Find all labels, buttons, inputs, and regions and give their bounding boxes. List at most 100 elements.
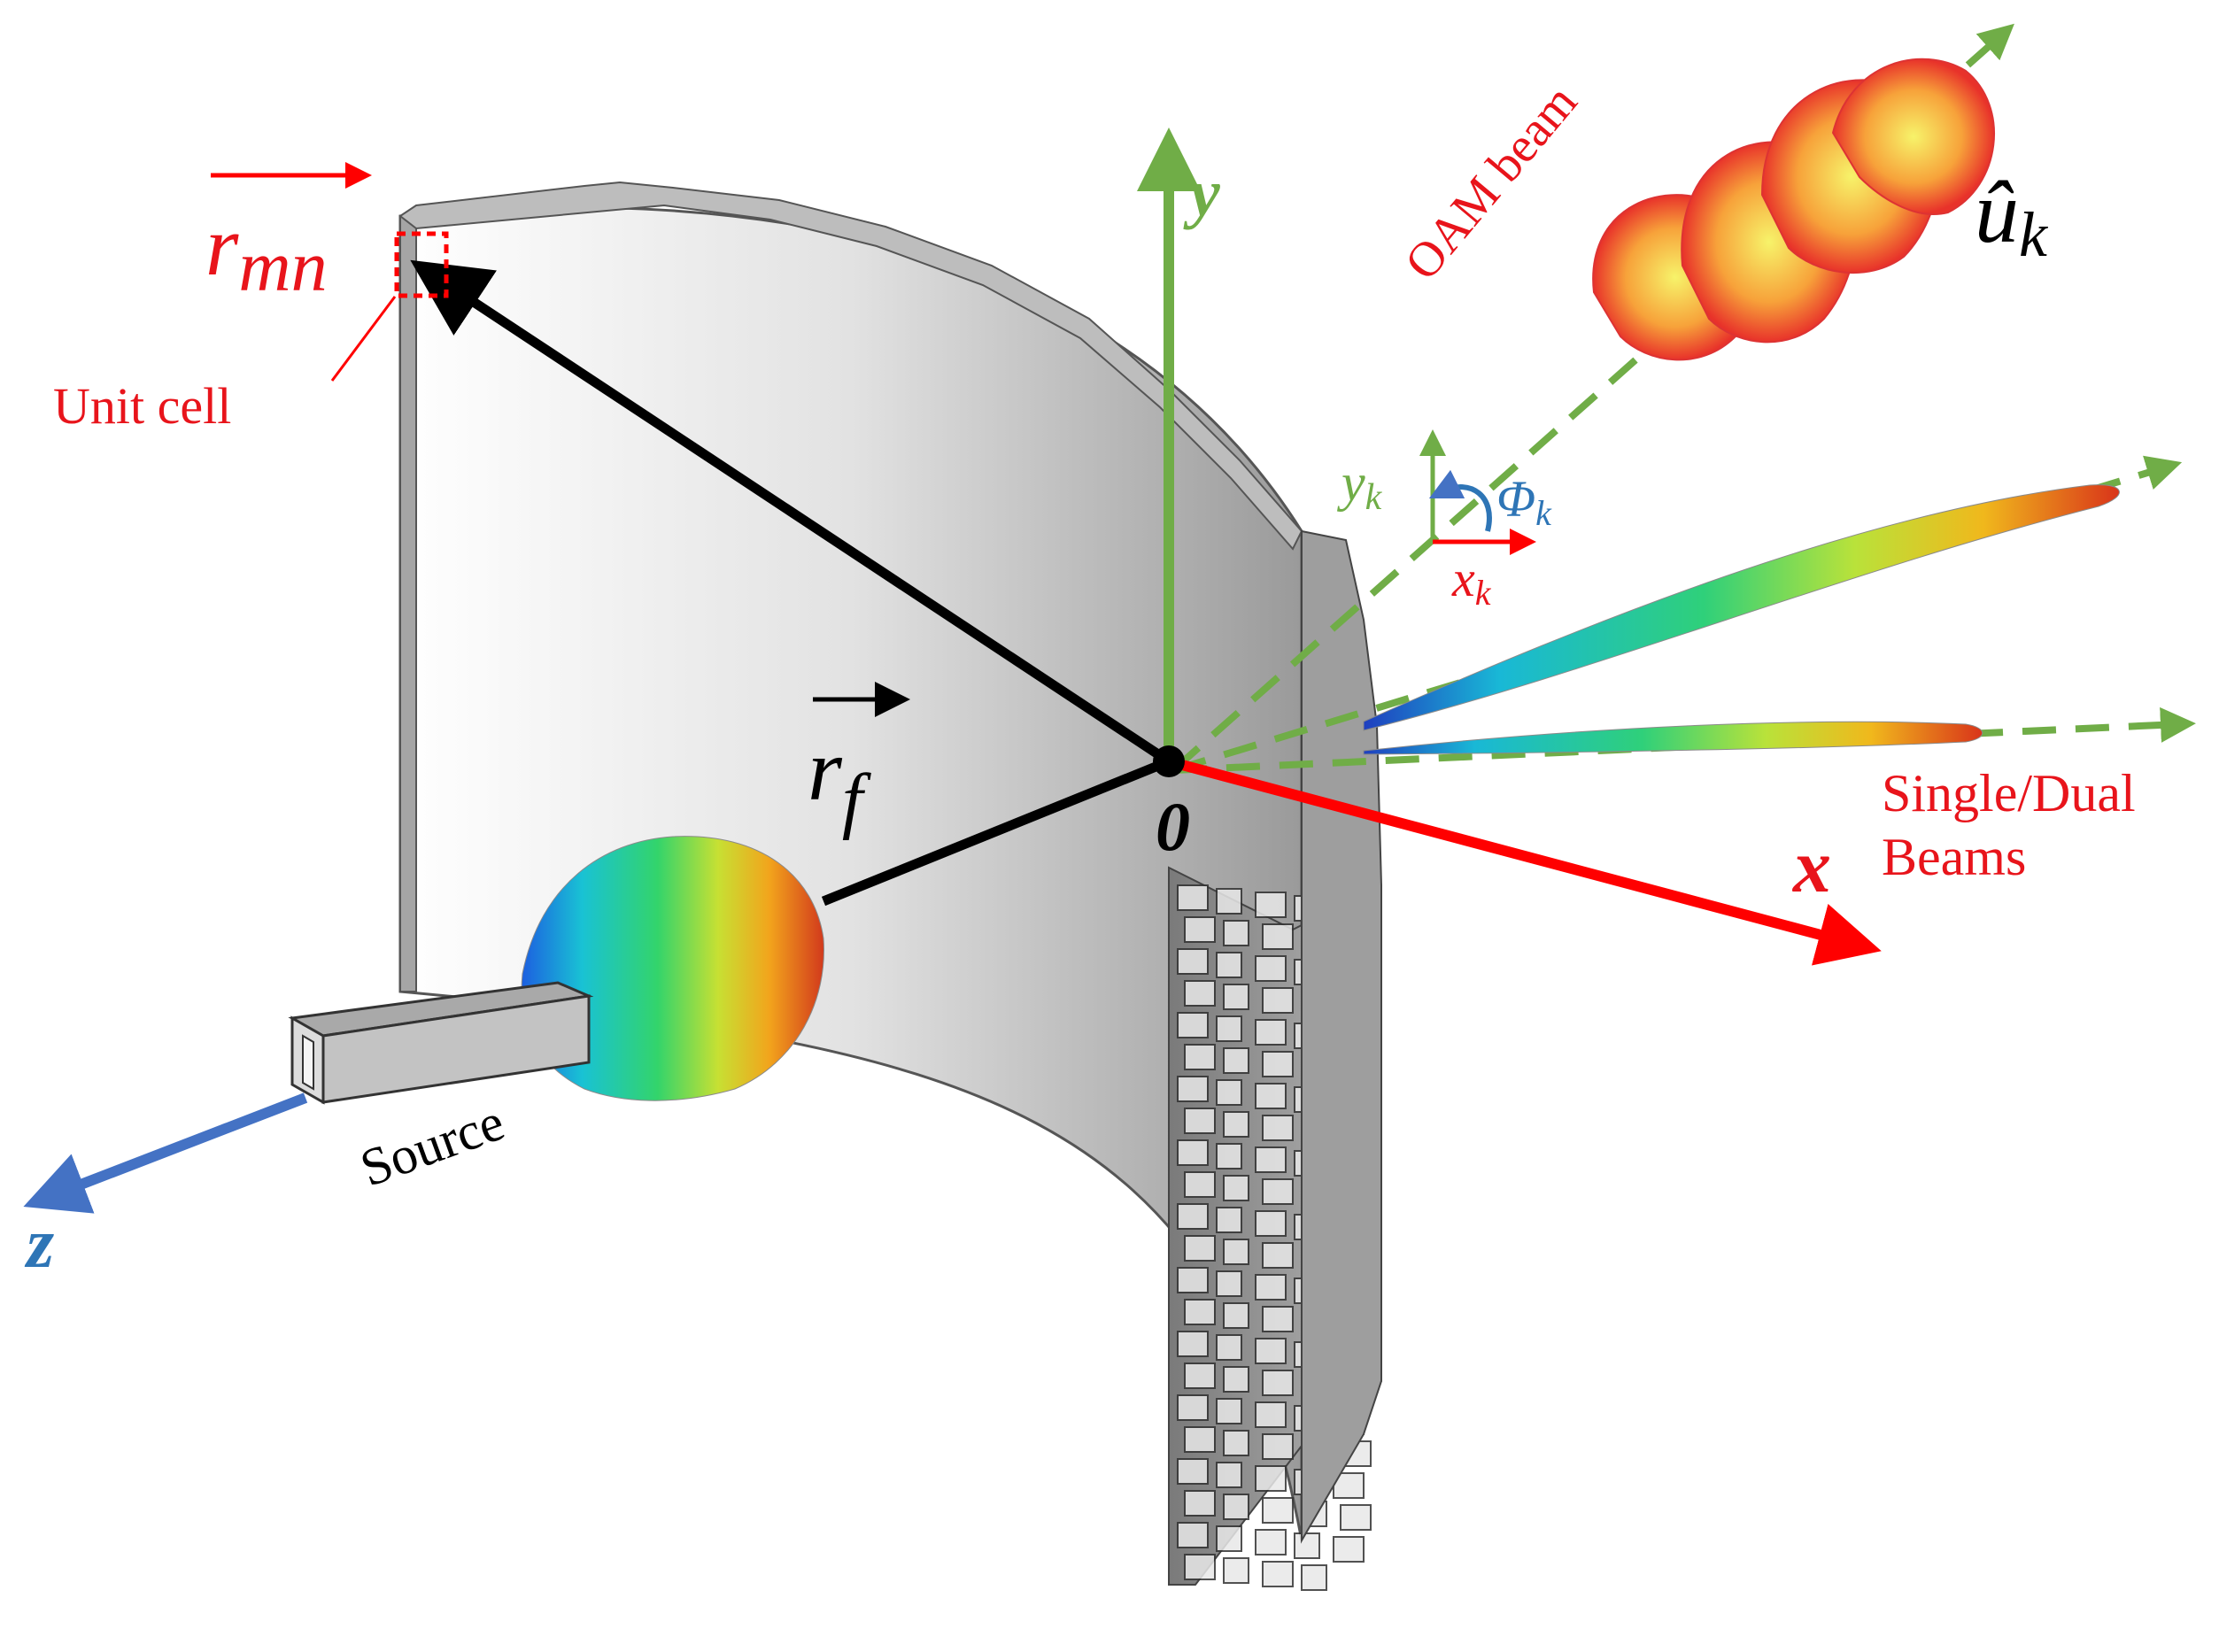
y-k-main: y xyxy=(1341,453,1365,512)
reflector-top-rim xyxy=(398,181,1303,551)
unit-cell-element xyxy=(1177,1203,1209,1230)
phi-k-main: Φ xyxy=(1496,470,1536,528)
unit-cell-element xyxy=(1255,1083,1287,1109)
x-k-main: x xyxy=(1452,550,1475,607)
unit-cell-element xyxy=(1216,1462,1242,1488)
u-k-label: ûk xyxy=(1975,168,2047,267)
r-mn-main: r xyxy=(205,198,239,293)
unit-cell-element xyxy=(1262,1561,1294,1587)
x-axis-line xyxy=(1167,756,1882,966)
unit-cell-element xyxy=(1216,952,1242,978)
unit-cell-element xyxy=(1177,1522,1209,1548)
phi-k-rotation-arc xyxy=(1428,469,1492,532)
unit-cell-element xyxy=(1216,888,1242,915)
unit-cell-element xyxy=(1223,1047,1249,1074)
unit-cell-element xyxy=(1262,1497,1294,1524)
unit-cell-element xyxy=(1255,1210,1287,1237)
unit-cell-element xyxy=(1184,1044,1216,1070)
unit-cell-element xyxy=(1255,1338,1287,1364)
unit-cell-element xyxy=(1177,1076,1209,1102)
unit-cell-element xyxy=(1262,1115,1294,1141)
unit-cell-element xyxy=(1223,984,1249,1010)
unit-cell-element xyxy=(1333,1536,1365,1563)
unit-cell-element xyxy=(1223,1366,1249,1393)
reflector-left-rim xyxy=(399,211,417,992)
phi-k-subscript: k xyxy=(1535,493,1551,533)
u-k-subscript: k xyxy=(2019,199,2047,270)
u-k-main: û xyxy=(1975,163,2019,261)
unit-cell-element xyxy=(1223,1111,1249,1138)
unit-cell-box xyxy=(394,231,449,298)
unit-cell-element xyxy=(1223,1430,1249,1456)
unit-cell-element xyxy=(1223,920,1249,946)
single-dual-line1: Single/Dual xyxy=(1882,764,2136,822)
unit-cell-element xyxy=(1255,1401,1287,1428)
unit-cell-element xyxy=(1184,1235,1216,1262)
unit-cell-element xyxy=(1301,1564,1327,1591)
unit-cell-element xyxy=(1177,1012,1209,1038)
unit-cell-element xyxy=(1255,955,1287,982)
unit-cell-element xyxy=(1262,1433,1294,1460)
unit-cell-element xyxy=(1184,1171,1216,1198)
pencil-beam-upper xyxy=(1363,484,2120,731)
unit-cell-element xyxy=(1340,1504,1372,1531)
unit-cell-element xyxy=(1216,1398,1242,1424)
unit-cell-element xyxy=(1184,980,1216,1007)
unit-cell-element xyxy=(1262,923,1294,950)
unit-cell-element xyxy=(1177,1394,1209,1421)
unit-cell-element xyxy=(1177,1458,1209,1485)
unit-cell-element xyxy=(1184,1554,1216,1580)
unit-cell-element xyxy=(1255,1529,1287,1556)
z-axis-label: z xyxy=(27,1205,55,1283)
unit-cell-element xyxy=(1216,1079,1242,1106)
reflector-right-edge xyxy=(1301,529,1382,1544)
origin-point xyxy=(1153,745,1185,777)
single-dual-line2: Beams xyxy=(1882,828,2027,886)
unit-cell-element xyxy=(1262,987,1294,1014)
reflector-inner-surface xyxy=(398,205,1303,1541)
unit-cell-element xyxy=(1216,1270,1242,1297)
unit-cell-element xyxy=(1262,1306,1294,1332)
unit-cell-element xyxy=(1177,1331,1209,1357)
unit-cell-element xyxy=(1223,1557,1249,1584)
unit-cell-element xyxy=(1184,1426,1216,1453)
y-axis-label: y xyxy=(1190,156,1220,230)
unit-cell-element xyxy=(1262,1242,1294,1269)
unit-cell-element xyxy=(1223,1302,1249,1329)
phi-k-label: Φk xyxy=(1496,474,1551,531)
unit-cell-element xyxy=(1177,1267,1209,1293)
r-f-vector xyxy=(821,756,1171,907)
unit-cell-element xyxy=(1216,1015,1242,1042)
unit-cell-element xyxy=(1255,892,1287,918)
unit-cell-element xyxy=(1216,1525,1242,1552)
unit-cell-element xyxy=(1255,1146,1287,1173)
unit-cell-label: Unit cell xyxy=(53,377,232,435)
unit-cell-element xyxy=(1255,1465,1287,1492)
y-k-subscript: k xyxy=(1365,477,1382,518)
unit-cell-element xyxy=(1223,1175,1249,1201)
unit-cell-element xyxy=(1184,1363,1216,1389)
unit-cell-element xyxy=(1262,1051,1294,1077)
r-f-main: r xyxy=(808,721,842,819)
y-k-label: yk xyxy=(1341,456,1381,516)
source-waveguide xyxy=(288,981,594,1105)
unit-cell-element xyxy=(1184,1299,1216,1325)
x-k-subscript: k xyxy=(1474,573,1491,613)
r-mn-label: rmn xyxy=(205,204,328,303)
x-k-label: xk xyxy=(1452,553,1491,611)
unit-cell-element xyxy=(1294,1532,1320,1559)
unit-cell-element xyxy=(1255,1274,1287,1301)
r-mn-subscript: mn xyxy=(238,226,328,306)
z-axis-line xyxy=(23,1092,308,1214)
oam-beam-shape xyxy=(1592,58,1995,361)
single-dual-beams-label: Single/Dual Beams xyxy=(1882,761,2136,889)
unit-cell-element xyxy=(1262,1370,1294,1396)
r-mn-vector xyxy=(410,259,1172,766)
unit-cell-element xyxy=(1216,1207,1242,1233)
unit-cell-element xyxy=(1216,1143,1242,1170)
unit-cell-element xyxy=(1184,1108,1216,1134)
x-axis-label: x xyxy=(1793,823,1831,908)
unit-cell-element xyxy=(1216,1334,1242,1361)
